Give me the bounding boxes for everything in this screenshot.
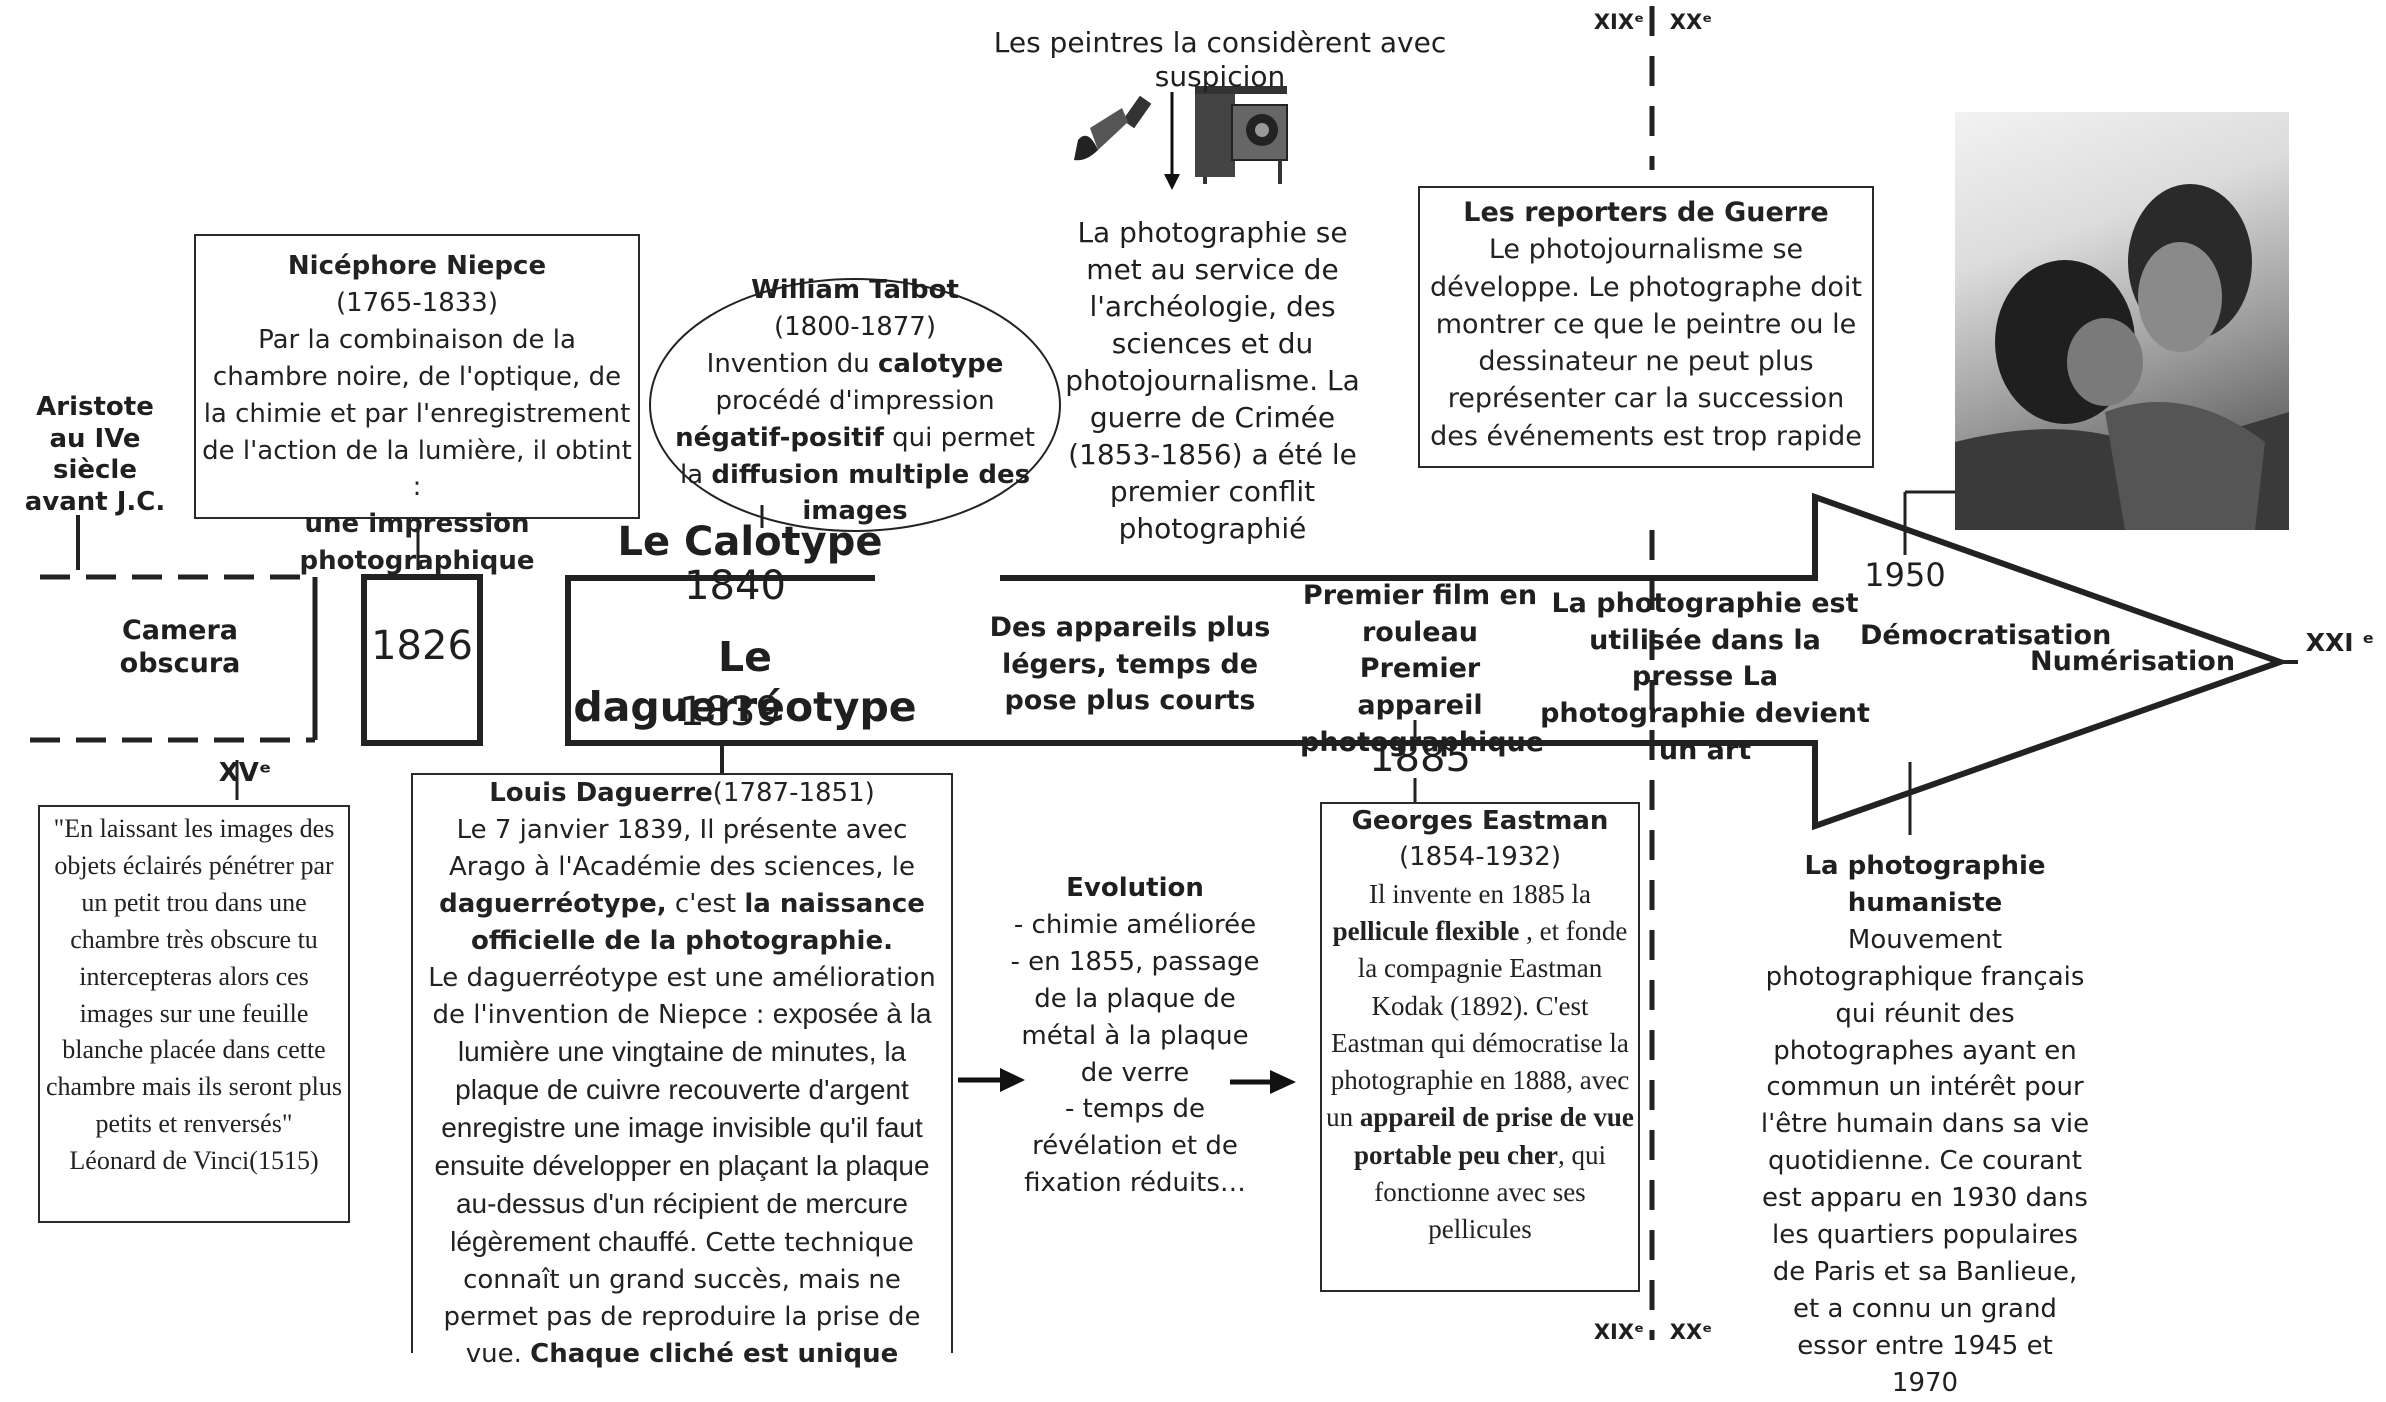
daguerre-t1: Le 7 janvier 1839, Il présente avec Arag… xyxy=(449,814,915,882)
year-1885: 1885 xyxy=(1369,735,1471,781)
humaniste-block: La photographie humaniste Mouvement phot… xyxy=(1760,848,2090,1402)
eastman-name: Georges Eastman xyxy=(1351,806,1609,836)
daguerre-name: Louis Daguerre xyxy=(489,778,713,808)
reporters-box: Les reporters de Guerre Le photojournali… xyxy=(1418,186,1874,468)
reporters-title: Les reporters de Guerre xyxy=(1463,197,1829,228)
evolution-item-2: - en 1855, passage de la plaque de métal… xyxy=(1010,946,1260,1088)
niepce-result: une impression photographique xyxy=(299,509,535,577)
calotype-year: 1840 xyxy=(684,563,786,609)
aristote-label: Aristote au IVe siècle avant J.C. xyxy=(10,392,180,519)
talbot-calotype: calotype xyxy=(877,348,1004,379)
daguerre-line-birth: daguerréotype, c'est la naissance offici… xyxy=(417,886,947,960)
daguerre-t2: daguerréotype, xyxy=(439,888,667,919)
kiss-photograph xyxy=(1955,112,2289,530)
photo-silhouettes xyxy=(1955,184,2289,530)
talbot-box: William Talbot (1800-1877) Invention du … xyxy=(660,272,1050,530)
presse-art: La photographie est utilisée dans la pre… xyxy=(1540,588,1870,766)
democratisation-label: Démocratisation xyxy=(1860,620,2112,651)
talbot-negatif: négatif-positif xyxy=(675,422,884,453)
niepce-name: Nicéphore Niepce xyxy=(287,251,547,281)
eastman-box: Georges Eastman (1854-1932) Il invente e… xyxy=(1320,802,1640,1292)
daguerre-dates: (1787-1851) xyxy=(712,778,875,808)
century-19-top: XIXᵉ xyxy=(1593,10,1645,34)
talbot-dates: (1800-1877) xyxy=(773,311,936,342)
daguerre-t5: Le daguerréotype est une amélioration de… xyxy=(428,962,936,1031)
niepce-box: Nicéphore Niepce (1765-1833) Par la comb… xyxy=(194,234,640,576)
aristote-century: au IVe siècle xyxy=(49,423,141,486)
daguerre-t3: c'est xyxy=(666,888,745,919)
daguerre-body: Le daguerréotype est une amélioration de… xyxy=(417,960,947,1373)
vinci-author: Léonard de Vinci(1515) xyxy=(69,1146,319,1176)
talbot-p2: procédé d'impression xyxy=(715,385,995,416)
paintbrush-icon xyxy=(1074,95,1152,161)
daguerreotype-title: Le daguerréotype xyxy=(573,633,917,732)
timeline-lines xyxy=(30,6,2298,1340)
daguerre-t4: la naissance officielle de la photograph… xyxy=(471,888,925,956)
numerisation-label: Numérisation xyxy=(2030,646,2236,677)
eastman-dates: (1854-1932) xyxy=(1398,841,1561,872)
reporters-text: Le photojournalisme se développe. Le pho… xyxy=(1429,234,1863,452)
daguerreotype-year: 1839 xyxy=(679,689,781,735)
daguerre-header: Louis Daguerre(1787-1851) xyxy=(417,775,947,812)
eastman-t3: , et fonde la compagnie Eastman Kodak (1… xyxy=(1326,916,1630,1133)
talbot-name: William Talbot xyxy=(751,275,959,305)
evolution-block: Evolution - chimie améliorée - en 1855, … xyxy=(1005,870,1265,1202)
century-15: XVᵉ xyxy=(218,758,272,788)
film-roll: Premier film en rouleau Premier appareil… xyxy=(1300,580,1545,758)
humaniste-title: La photographie humaniste xyxy=(1804,851,2046,918)
lighter-cameras: Des appareils plus légers, temps de pose… xyxy=(989,612,1271,717)
eastman-t2: pellicule flexible xyxy=(1332,916,1520,946)
daguerre-t8: Chaque cliché est unique xyxy=(530,1338,899,1369)
eastman-t4: appareil de prise de vue portable peu ch… xyxy=(1354,1102,1634,1170)
year-1950: 1950 xyxy=(1864,556,1946,594)
niepce-dates: (1765-1833) xyxy=(335,287,498,318)
evolution-item-3: - temps de révélation et de fixation réd… xyxy=(1024,1094,1246,1199)
camera-obscura-line1: Camera xyxy=(121,615,238,646)
evolution-title: Evolution xyxy=(1066,873,1204,903)
aristote-era: avant J.C. xyxy=(24,487,166,518)
year-1826: 1826 xyxy=(371,623,473,669)
talbot-text: Invention du calotype procédé d'impressi… xyxy=(660,346,1050,531)
century-21: XXI ᵉ xyxy=(2305,628,2375,657)
aristote-name: Aristote xyxy=(36,392,154,422)
talbot-p3: qui permet la xyxy=(679,422,1035,490)
eastman-t5: , qui fonctionne avec ses pellicules xyxy=(1374,1139,1606,1245)
camera-obscura-label: Camera obscura xyxy=(90,615,270,681)
camera-icon xyxy=(1195,86,1288,184)
talbot-diffusion: diffusion multiple des images xyxy=(711,459,1031,527)
century-19-bottom: XIXᵉ xyxy=(1593,1320,1645,1344)
vinci-quote-box: "En laissant les images des objets éclai… xyxy=(38,805,350,1223)
vinci-quote: "En laissant les images des objets éclai… xyxy=(45,814,343,1139)
painters-note: Les peintres la considèrent avec suspici… xyxy=(993,26,1447,94)
talbot-p1: Invention du xyxy=(706,348,878,379)
humaniste-text: Mouvement photographique français qui ré… xyxy=(1760,924,2090,1398)
daguerre-box: Louis Daguerre(1787-1851) Le 7 janvier 1… xyxy=(411,773,953,1369)
eastman-text: Il invente en 1885 la pellicule flexible… xyxy=(1326,876,1634,1249)
camera-obscura-line2: obscura xyxy=(119,647,241,679)
century-20-bottom: XXᵉ xyxy=(1669,1320,1713,1344)
daguerre-t6: exposée à la lumière une vingtaine de mi… xyxy=(434,998,932,1257)
calotype-title: Le Calotype xyxy=(617,519,883,565)
century-20-top: XXᵉ xyxy=(1669,10,1713,34)
niepce-text: Par la combinaison de la chambre noire, … xyxy=(202,324,632,503)
eastman-t1: Il invente en 1885 la xyxy=(1369,878,1591,909)
evolution-item-1: - chimie améliorée xyxy=(1013,909,1257,940)
services-text: La photographie se met au service de l'a… xyxy=(1065,216,1360,545)
